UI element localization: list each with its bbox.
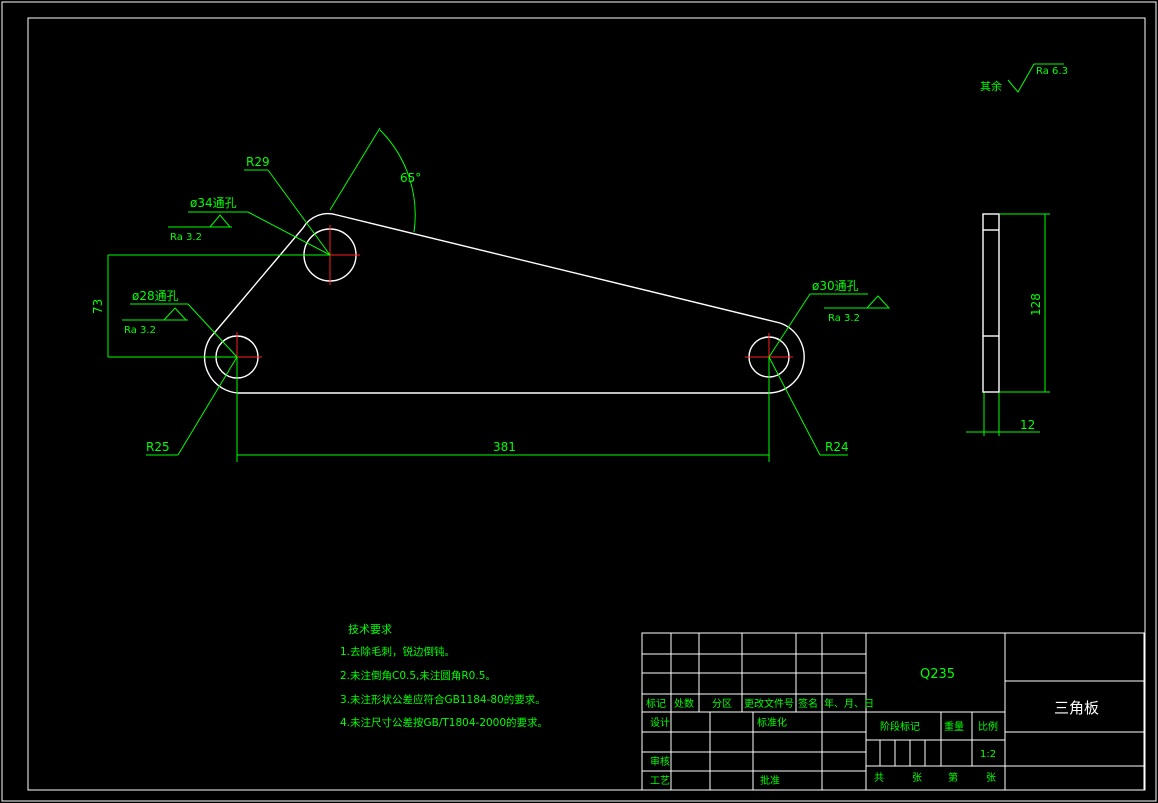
tb-sheets-1: 张 bbox=[912, 772, 922, 784]
inner-frame bbox=[27, 17, 1146, 791]
part-outline bbox=[203, 212, 805, 394]
tb-scale-value: 1:2 bbox=[980, 749, 996, 760]
tb-signature: 签名 bbox=[798, 697, 818, 710]
dim-hole-30: ø30通孔 bbox=[812, 279, 859, 293]
tb-stage-mark: 阶段标记 bbox=[880, 720, 920, 733]
tech-item-2: 2.未注倒角C0.5,未注圆角R0.5。 bbox=[340, 669, 496, 682]
roughness-value: Ra 6.3 bbox=[1036, 66, 1068, 77]
tech-title: 技术要求 bbox=[348, 623, 392, 636]
dim-hole-34: ø34通孔 bbox=[190, 196, 237, 210]
tb-process: 工艺 bbox=[650, 775, 670, 787]
tb-count: 处数 bbox=[674, 697, 694, 710]
dim-12: 12 bbox=[1020, 418, 1035, 432]
tech-item-4: 4.未注尺寸公差按GB/T1804-2000的要求。 bbox=[340, 716, 548, 729]
tb-mark: 标记 bbox=[646, 698, 666, 710]
ra-30: Ra 3.2 bbox=[828, 313, 860, 324]
tb-date: 年、月、日 bbox=[824, 697, 874, 710]
title-block bbox=[641, 632, 1145, 791]
tb-design: 设计 bbox=[650, 716, 670, 729]
tech-requirements: 技术要求 1.去除毛刺，锐边倒钝。 2.未注倒角C0.5,未注圆角R0.5。 3… bbox=[340, 623, 548, 729]
dim-128: 128 bbox=[1029, 293, 1043, 316]
tb-sheets-2: 张 bbox=[986, 772, 996, 784]
ra-34: Ra 3.2 bbox=[170, 232, 202, 243]
part-name: 三角板 bbox=[1054, 699, 1099, 717]
dim-381: 381 bbox=[493, 440, 516, 454]
dim-angle: 65° bbox=[400, 171, 421, 185]
material: Q235 bbox=[920, 667, 955, 682]
tb-change-doc: 更改文件号 bbox=[744, 697, 794, 710]
dim-r29: R29 bbox=[246, 155, 270, 169]
tech-item-3: 3.未注形状公差应符合GB1184-80的要求。 bbox=[340, 693, 546, 706]
tech-item-1: 1.去除毛刺，锐边倒钝。 bbox=[340, 645, 455, 658]
tb-weight: 重量 bbox=[944, 720, 964, 733]
tb-approve: 批准 bbox=[760, 774, 780, 787]
roughness-label: 其余 bbox=[980, 79, 1002, 93]
tb-review: 审核 bbox=[650, 755, 670, 768]
tb-scale: 比例 bbox=[978, 720, 998, 733]
dim-r24: R24 bbox=[825, 440, 849, 454]
tb-zone: 分区 bbox=[712, 698, 732, 710]
tb-sheet-no: 第 bbox=[948, 771, 958, 784]
ra-28: Ra 3.2 bbox=[124, 325, 156, 336]
center-marks bbox=[212, 225, 793, 382]
tb-standardize: 标准化 bbox=[757, 716, 787, 729]
dim-hole-28: ø28通孔 bbox=[132, 289, 179, 303]
tb-total: 共 bbox=[874, 772, 884, 784]
dimension-lines bbox=[107, 63, 1064, 462]
side-view bbox=[982, 213, 1000, 393]
dim-r25: R25 bbox=[146, 440, 170, 454]
dim-73: 73 bbox=[91, 299, 105, 314]
